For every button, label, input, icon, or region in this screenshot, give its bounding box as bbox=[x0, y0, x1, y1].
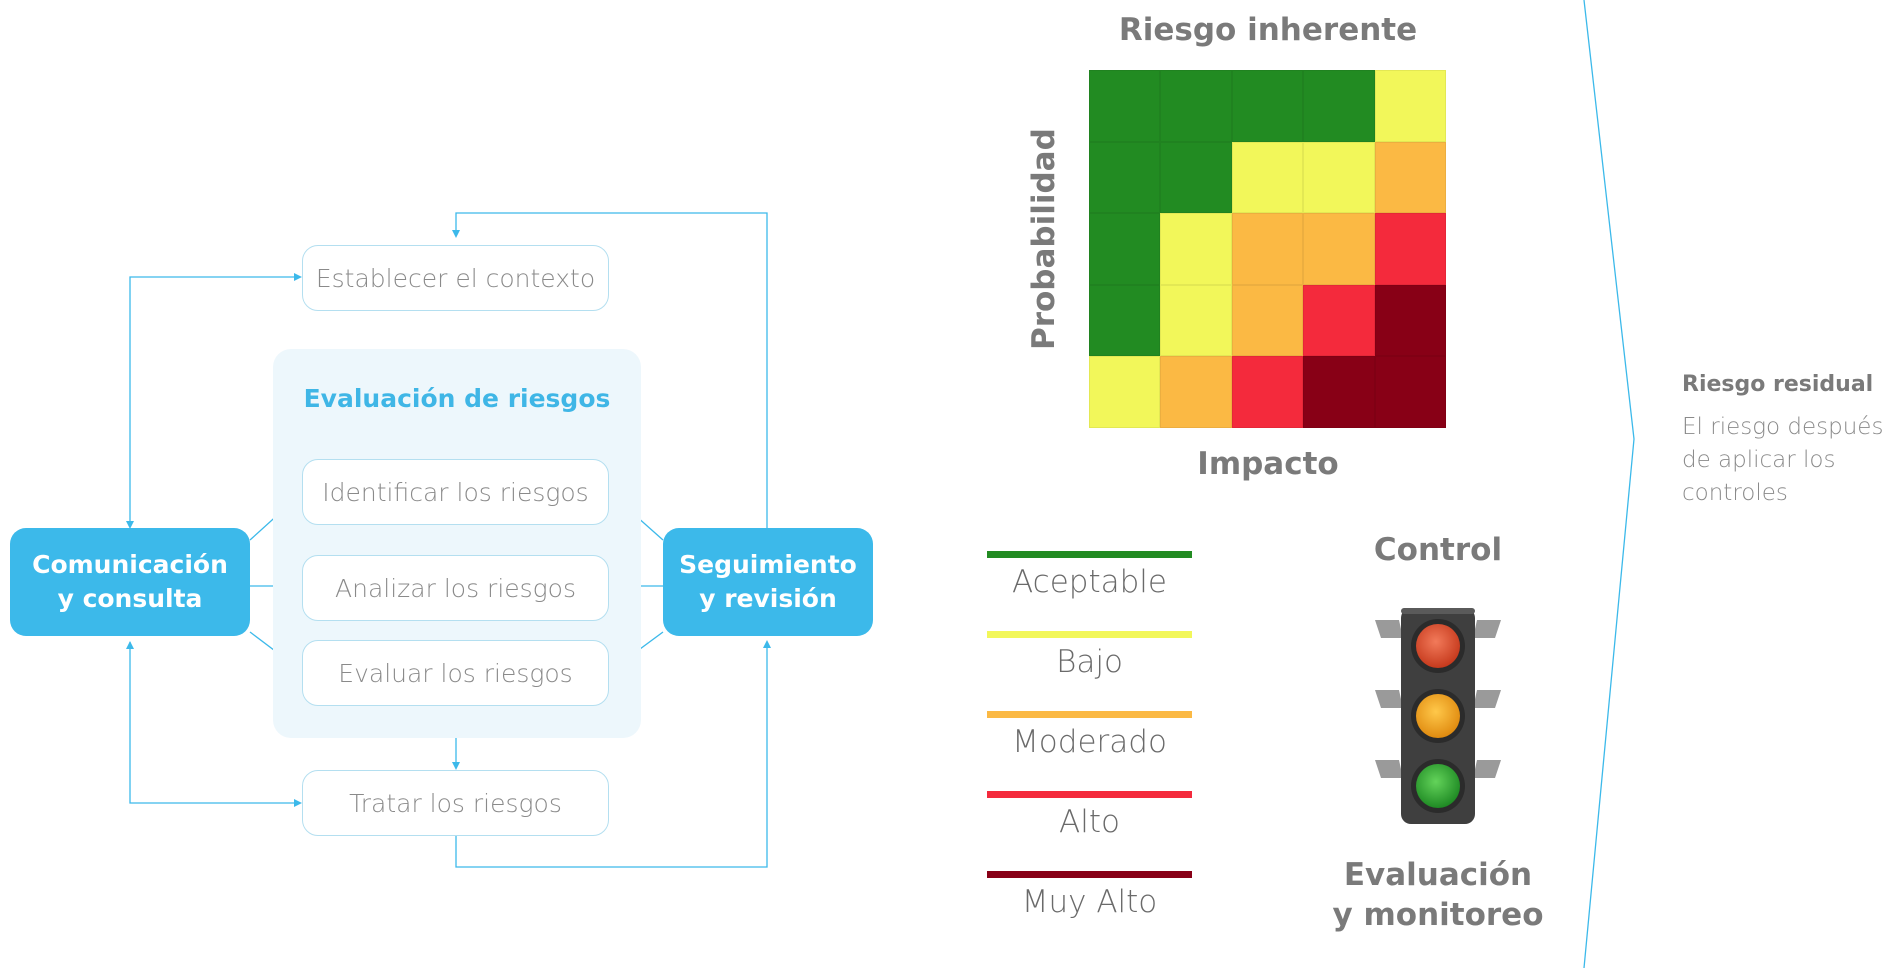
communication-line-2: y consulta bbox=[57, 584, 203, 613]
connector-treat-to-monitoring bbox=[455, 640, 771, 868]
legend-label: Aceptable bbox=[1012, 564, 1167, 600]
heatmap-xlabel: Impacto bbox=[1197, 446, 1339, 482]
monitoring-line-2: y revisión bbox=[699, 584, 837, 613]
legend-label: Muy Alto bbox=[1021, 884, 1158, 920]
communication-box: Comunicación y consulta bbox=[10, 528, 250, 636]
step-label: Analizar los riesgos bbox=[335, 573, 576, 603]
legend-item: Bajo bbox=[987, 631, 1192, 680]
step-analyze-risks: Analizar los riesgos bbox=[302, 555, 609, 621]
heatmap-cell bbox=[1374, 70, 1446, 142]
heatmap-ylabel: Probabilidad bbox=[1026, 128, 1062, 350]
heatmap-cell bbox=[1303, 70, 1375, 142]
heatmap-cell bbox=[1303, 284, 1375, 357]
heatmap-cell bbox=[1231, 356, 1304, 428]
heatmap-cell bbox=[1374, 356, 1446, 428]
residual-line-1: El riesgo después bbox=[1682, 414, 1884, 440]
heatmap-cell bbox=[1374, 213, 1446, 285]
heatmap-title: Riesgo inherente bbox=[1118, 12, 1418, 48]
communication-line-1: Comunicación bbox=[32, 550, 228, 579]
legend-item: Moderado bbox=[987, 711, 1192, 760]
step-treat-risks: Tratar los riesgos bbox=[302, 770, 609, 836]
traffic-light-icon bbox=[1375, 608, 1501, 824]
control-title: Control bbox=[1373, 532, 1503, 568]
heatmap-cell bbox=[1231, 70, 1304, 142]
heatmap-cell bbox=[1374, 284, 1446, 357]
step-label: Identificar los riesgos bbox=[322, 477, 589, 507]
step-identify-risks: Identificar los riesgos bbox=[302, 459, 609, 525]
connector-monitoring-to-context bbox=[452, 212, 768, 534]
legend-swatch bbox=[987, 871, 1192, 878]
control-caption-line-1: Evaluación bbox=[1343, 857, 1533, 893]
heatmap-cell bbox=[1303, 213, 1375, 285]
residual-block: Riesgo residual El riesgo después de apl… bbox=[1682, 372, 1892, 510]
heatmap-cell bbox=[1160, 141, 1232, 214]
legend-label: Moderado bbox=[1012, 724, 1167, 760]
heatmap-cell bbox=[1231, 284, 1304, 357]
heatmap-cell bbox=[1089, 70, 1161, 142]
legend-item: Aceptable bbox=[987, 551, 1192, 600]
step-establish-context: Establecer el contexto bbox=[302, 245, 609, 311]
monitoring-box: Seguimiento y revisión bbox=[663, 528, 873, 636]
residual-line-3: controles bbox=[1682, 480, 1788, 506]
control-caption-line-2: y monitoreo bbox=[1332, 897, 1544, 933]
heatmap-cell bbox=[1089, 284, 1161, 357]
residual-description: El riesgo después de aplicar los control… bbox=[1682, 411, 1892, 510]
heatmap-cell bbox=[1160, 213, 1232, 285]
risk-heatmap bbox=[1089, 70, 1446, 428]
legend-swatch bbox=[987, 791, 1192, 798]
residual-line-2: de aplicar los bbox=[1682, 447, 1836, 473]
heatmap-cell bbox=[1160, 70, 1232, 142]
legend-item: Muy Alto bbox=[987, 871, 1192, 920]
heatmap-cell bbox=[1160, 356, 1232, 428]
heatmap-cell bbox=[1374, 141, 1446, 214]
heatmap-cell bbox=[1160, 284, 1232, 357]
step-label: Tratar los riesgos bbox=[349, 788, 562, 818]
legend-label: Bajo bbox=[1056, 644, 1123, 680]
monitoring-line-1: Seguimiento bbox=[679, 550, 857, 579]
connector-communication-context bbox=[129, 273, 302, 525]
heatmap-cell bbox=[1089, 213, 1161, 285]
heatmap-cell bbox=[1231, 141, 1304, 214]
legend-swatch bbox=[987, 631, 1192, 638]
step-label: Establecer el contexto bbox=[315, 263, 596, 293]
connector-communication-treat bbox=[129, 642, 302, 807]
legend-swatch bbox=[987, 711, 1192, 718]
assessment-title: Evaluación de riesgos bbox=[303, 384, 611, 413]
heatmap-cell bbox=[1089, 356, 1161, 428]
residual-title: Riesgo residual bbox=[1682, 372, 1874, 397]
heatmap-cell bbox=[1231, 213, 1304, 285]
legend-swatch bbox=[987, 551, 1192, 558]
legend-item: Alto bbox=[987, 791, 1192, 840]
chevron-divider bbox=[1583, 0, 1635, 968]
heatmap-cell bbox=[1089, 141, 1161, 214]
heatmap-cell bbox=[1303, 356, 1375, 428]
step-evaluate-risks: Evaluar los riesgos bbox=[302, 640, 609, 706]
control-caption: Evaluación y monitoreo bbox=[1318, 855, 1558, 935]
step-label: Evaluar los riesgos bbox=[338, 658, 573, 688]
heatmap-cell bbox=[1303, 141, 1375, 214]
legend-label: Alto bbox=[1059, 804, 1120, 840]
